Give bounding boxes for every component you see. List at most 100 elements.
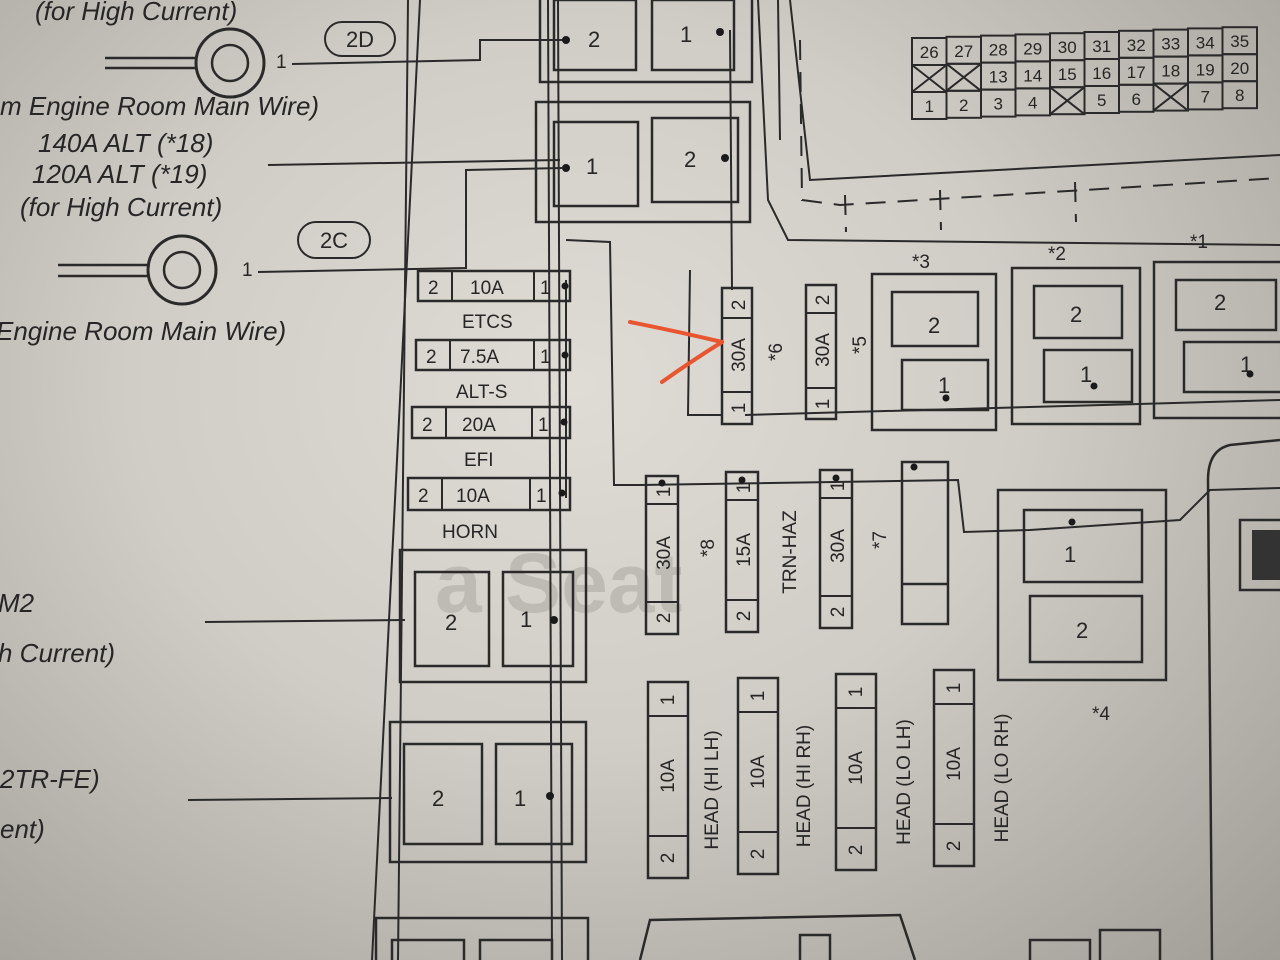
ghost-text: a Seat	[435, 536, 683, 630]
fuse-rating: 10A	[846, 751, 867, 785]
relay-2	[1010, 266, 1142, 426]
connector-pin-label: 15	[1058, 65, 1077, 84]
fuse-head-hi-rh: 1 10A 2 HEAD (HI RH)	[736, 676, 815, 876]
fuse-rating: 7.5A	[460, 347, 499, 368]
connector-pin-label: 20	[1230, 59, 1249, 78]
relay-top-a-pin1: 1	[680, 22, 692, 47]
connector-pin-label: 19	[1196, 60, 1215, 79]
connector-pin-label: 17	[1127, 63, 1146, 82]
fuse-upper-6: 2 30A 1 *6	[720, 286, 787, 426]
fuse-pin: 1	[748, 691, 769, 702]
m2-note: h Current)	[0, 638, 115, 668]
blank-pin-cross-icon	[1049, 86, 1086, 115]
relay-2-tag: *2	[1048, 244, 1066, 265]
fuse-pin: 2	[846, 845, 867, 856]
fuse-pin: 1	[944, 683, 965, 694]
relay-1	[1152, 260, 1280, 420]
connector-pin-label: 2	[959, 96, 968, 115]
relay-m2-pin1: 1	[520, 607, 532, 632]
left-fuse-efi: 2 20A 1 EFI	[410, 405, 572, 471]
ring-terminal-icon	[146, 234, 218, 306]
fuse-rating: 30A	[729, 338, 750, 372]
fuse-middle-trn-haz: 1 15A 2 TRN-HAZ	[724, 470, 801, 634]
relay-4-tag: *4	[1092, 704, 1110, 725]
connector-pin-label: 32	[1127, 36, 1146, 55]
fuse-name: ALT-S	[456, 382, 507, 403]
fuse-pin: 1	[540, 278, 551, 299]
connector-pin-label: 31	[1092, 37, 1111, 56]
fuse-pin: 2	[426, 347, 437, 368]
fuse-pin: 2	[422, 415, 433, 436]
fuse-rating: 10A	[748, 755, 769, 789]
connector-pin-label: 33	[1161, 35, 1180, 54]
relay-top-b-pin1: 1	[586, 154, 598, 179]
fuse-name: HEAD (LO LH)	[894, 719, 915, 845]
ring-terminal-icon	[194, 27, 266, 99]
fuse-pin: 2	[729, 300, 750, 311]
connector-pin-label: 1	[925, 97, 934, 116]
tr-name: 2TR-FE)	[0, 764, 100, 794]
fuse-rating: 10A	[658, 759, 679, 793]
relay-1-pin2: 2	[1214, 290, 1226, 315]
blank-pin-cross-icon	[1152, 82, 1189, 112]
blank-pin-cross-icon	[911, 64, 948, 93]
fuse-upper-5: 2 30A 1 *5	[804, 283, 871, 421]
fuse-name: HEAD (HI LH)	[702, 730, 723, 849]
connector-cell	[1221, 80, 1258, 110]
fuse-tag: TRN-HAZ	[780, 510, 801, 594]
left-fuse-alt-s: 2 7.5A 1 ALT-S	[414, 338, 572, 403]
relay-4-pin1: 1	[1064, 542, 1076, 567]
fuse-rating: 30A	[813, 333, 834, 367]
fuse-pin: 2	[813, 295, 834, 306]
fuse-rating: 15A	[734, 533, 755, 567]
fuse-name: HEAD (HI RH)	[794, 725, 815, 847]
fuse-head-lo-rh: 1 10A 2 HEAD (LO RH)	[932, 668, 1013, 868]
relay-m2-pin2: 2	[445, 610, 457, 635]
connector-pin-label: 6	[1132, 90, 1141, 109]
fuse-name: ETCS	[462, 312, 513, 333]
tr-note: ent)	[0, 814, 45, 844]
fuse-tag: *5	[850, 336, 871, 354]
fuse-pin: 1	[654, 487, 675, 498]
connector-pin-label: 30	[1058, 38, 1077, 57]
fuse-pin: 1	[658, 695, 679, 706]
terminal-2c: (for High Current) 2C 1 Engine Room Main…	[0, 167, 563, 346]
fuse-rating: 10A	[944, 747, 965, 781]
connector-pin-label: 29	[1023, 39, 1042, 58]
fuse-pin: 1	[846, 687, 867, 698]
connector-pin-label: 16	[1092, 64, 1111, 83]
connector-pin-label: 5	[1097, 91, 1106, 110]
relay-tr-pin1: 1	[514, 786, 526, 811]
connector-pin-label: 3	[994, 95, 1003, 114]
relay-3-pin1: 1	[938, 373, 950, 398]
fuse-pin: 1	[540, 347, 551, 368]
connector-pin-label: 7	[1201, 87, 1210, 106]
fuse-pin: 2	[734, 611, 755, 622]
fuse-tag: *8	[698, 539, 719, 557]
fuse-pin: 2	[658, 853, 679, 864]
fuse-tag: *7	[870, 531, 891, 549]
fuse-pin: 1	[729, 403, 750, 414]
relay-3-tag: *3	[912, 252, 930, 273]
fuse-head-hi-lh: 1 10A 2 HEAD (HI LH)	[646, 680, 723, 880]
fuse-pin: 1	[536, 486, 547, 507]
fuse-rating: 30A	[828, 529, 849, 563]
fuse-rating: 10A	[456, 486, 490, 507]
fuse-pin: 2	[828, 607, 849, 618]
relay-4	[996, 488, 1168, 682]
fuse-middle-7: 1 30A 2 *7	[818, 468, 891, 630]
empty-fuse-slot	[900, 460, 950, 626]
fuse-head-lo-lh: 1 10A 2 HEAD (LO LH)	[834, 672, 915, 872]
fuse-pin: 1	[828, 481, 849, 492]
relay-top-a-pin2: 2	[588, 27, 600, 52]
relay-m2	[398, 548, 588, 684]
relay-3	[870, 272, 998, 432]
terminal-2d-note: (for High Current)	[35, 0, 237, 26]
connector-pin-label: 28	[989, 41, 1008, 60]
relay-2-pin2: 2	[1070, 302, 1082, 327]
terminal-2d-pin: 1	[276, 52, 287, 73]
relay-2-pin1: 1	[1080, 362, 1092, 387]
